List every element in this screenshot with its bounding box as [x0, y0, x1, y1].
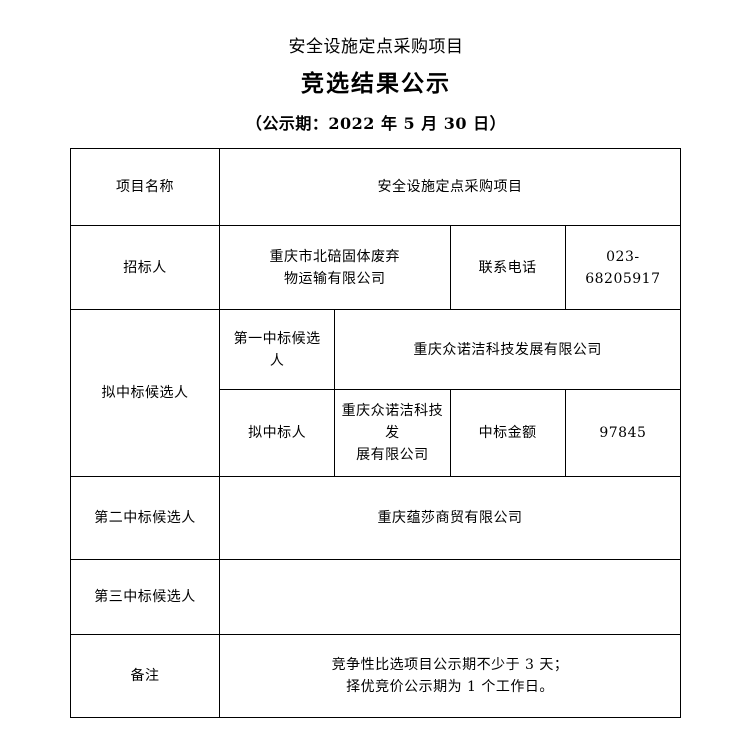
project-name-label: 项目名称 — [70, 148, 220, 226]
document-header: 安全设施定点采购项目 竞选结果公示 （公示期：2022 年 5 月 30 日） — [0, 0, 752, 137]
second-candidate-value: 重庆蕴莎商贸有限公司 — [219, 476, 681, 560]
second-candidate-label: 第二中标候选人 — [70, 476, 220, 560]
document-subject: 安全设施定点采购项目 — [288, 37, 464, 57]
table-row-project-name: 项目名称 安全设施定点采购项目 — [70, 148, 681, 226]
third-candidate-value — [219, 559, 681, 635]
tenderer-label: 招标人 — [70, 225, 220, 310]
proposed-winner-value: 重庆众诺洁科技发 展有限公司 — [334, 389, 451, 477]
candidates-label: 拟中标候选人 — [70, 309, 220, 477]
third-candidate-label: 第三中标候选人 — [70, 559, 220, 635]
first-candidate-label: 第一中标候选 人 — [218, 309, 336, 390]
contact-phone-label: 联系电话 — [449, 225, 566, 310]
winning-amount-value: 97845 — [564, 389, 682, 477]
tenderer-value: 重庆市北碚固体废弃 物运输有限公司 — [219, 225, 451, 310]
table-row-third-candidate: 第三中标候选人 — [70, 559, 681, 635]
result-table: 项目名称 安全设施定点采购项目 招标人 重庆市北碚固体废弃 物运输有限公司 联系… — [70, 148, 682, 718]
publicity-period: （公示期：2022 年 5 月 30 日） — [245, 114, 507, 133]
table-row-tenderer: 招标人 重庆市北碚固体废弃 物运输有限公司 联系电话 023-68205917 — [70, 225, 682, 310]
contact-phone-value: 023-68205917 — [564, 225, 682, 310]
project-name-value: 安全设施定点采购项目 — [219, 148, 681, 226]
proposed-winner-label: 拟中标人 — [218, 389, 336, 477]
first-candidate-value: 重庆众诺洁科技发展有限公司 — [334, 309, 681, 390]
document-title: 竞选结果公示 — [301, 70, 451, 97]
result-table-container: 项目名称 安全设施定点采购项目 招标人 重庆市北碚固体废弃 物运输有限公司 联系… — [70, 148, 682, 718]
table-row-second-candidate: 第二中标候选人 重庆蕴莎商贸有限公司 — [70, 476, 681, 560]
table-row-proposed-winner: 拟中标人 重庆众诺洁科技发 展有限公司 中标金额 97845 — [71, 389, 682, 477]
remark-value: 竞争性比选项目公示期不少于 3 天； 择优竞价公示期为 1 个工作日。 — [219, 634, 681, 718]
table-row-remark: 备注 竞争性比选项目公示期不少于 3 天； 择优竞价公示期为 1 个工作日。 — [70, 634, 681, 718]
table-row-first-candidate: 拟中标候选人 第一中标候选 人 重庆众诺洁科技发展有限公司 — [70, 309, 681, 477]
winning-amount-label: 中标金额 — [449, 389, 566, 477]
remark-label: 备注 — [70, 634, 220, 718]
